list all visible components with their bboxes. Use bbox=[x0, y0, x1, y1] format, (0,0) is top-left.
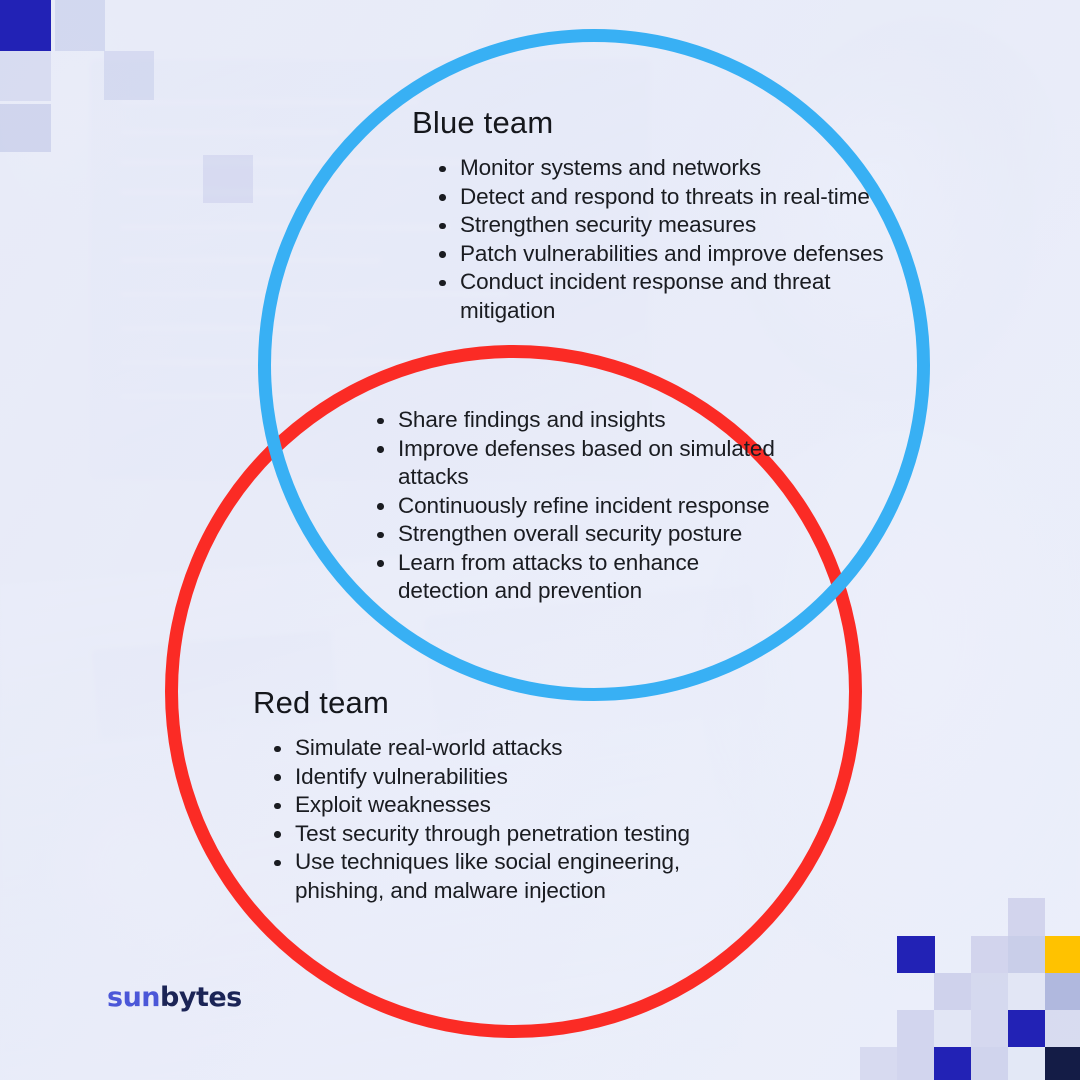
list-item: Simulate real-world attacks bbox=[269, 734, 753, 763]
list-item: Conduct incident response and threat mit… bbox=[434, 268, 892, 325]
list-item: Improve defenses based on simulated atta… bbox=[372, 435, 792, 492]
list-item: Use techniques like social engineering, … bbox=[269, 848, 753, 905]
list-item: Identify vulnerabilities bbox=[269, 763, 753, 792]
list-item: Monitor systems and networks bbox=[434, 154, 892, 183]
list-item: Share findings and insights bbox=[372, 406, 792, 435]
list-item: Detect and respond to threats in real-ti… bbox=[434, 183, 892, 212]
list-item: Exploit weaknesses bbox=[269, 791, 753, 820]
logo-sun-text: sun bbox=[107, 982, 161, 1013]
red-team-section: Red team Simulate real-world attacks Ide… bbox=[253, 685, 753, 905]
overlap-section: Share findings and insights Improve defe… bbox=[372, 406, 792, 606]
list-item: Continuously refine incident response bbox=[372, 492, 792, 521]
list-item: Learn from attacks to enhance detection … bbox=[372, 549, 792, 606]
logo-bytes-text: bytes bbox=[160, 982, 242, 1013]
list-item: Strengthen security measures bbox=[434, 211, 892, 240]
list-item: Patch vulnerabilities and improve defens… bbox=[434, 240, 892, 269]
blue-team-title: Blue team bbox=[412, 105, 554, 140]
sunbytes-logo: sunbytes bbox=[107, 982, 242, 1013]
red-team-list: Simulate real-world attacks Identify vul… bbox=[269, 734, 753, 905]
overlap-list: Share findings and insights Improve defe… bbox=[372, 406, 792, 606]
list-item: Test security through penetration testin… bbox=[269, 820, 753, 849]
blue-team-list: Monitor systems and networks Detect and … bbox=[434, 154, 892, 325]
blue-team-section: Blue team Monitor systems and networks D… bbox=[412, 105, 892, 325]
red-team-title: Red team bbox=[253, 685, 389, 720]
list-item: Strengthen overall security posture bbox=[372, 520, 792, 549]
